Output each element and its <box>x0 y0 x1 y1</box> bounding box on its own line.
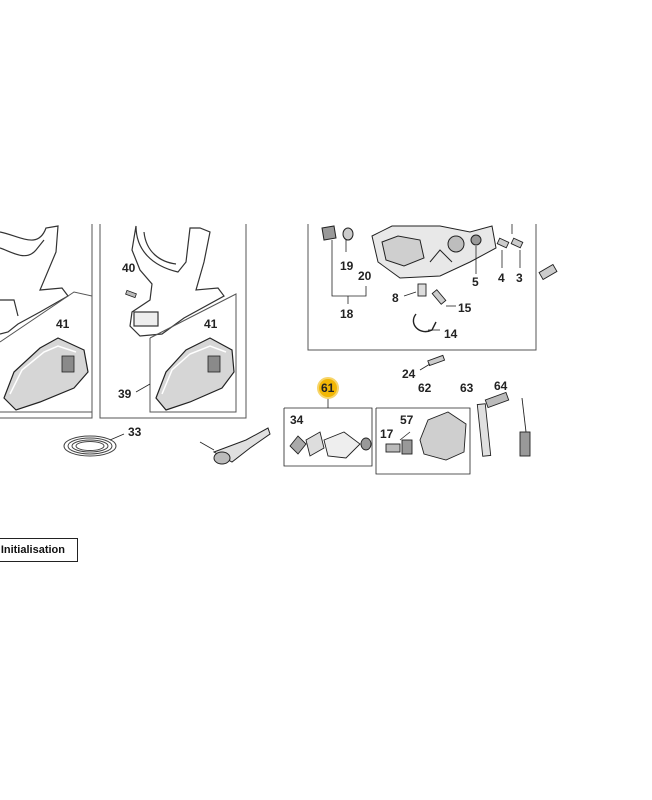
middle-frame-panel <box>99 224 247 419</box>
part-number-14[interactable]: 14 <box>444 327 458 341</box>
part-number-62[interactable]: 62 <box>418 381 432 395</box>
part-number-4[interactable]: 4 <box>498 271 505 285</box>
part-number-41[interactable]: 41 <box>204 317 218 331</box>
part-number-24[interactable]: 24 <box>402 367 416 381</box>
part-number-33[interactable]: 33 <box>128 425 142 439</box>
part-number-5[interactable]: 5 <box>472 275 479 289</box>
small-parts-illustration <box>412 237 558 333</box>
left-frame-panel <box>0 224 93 419</box>
part-number-8[interactable]: 8 <box>392 291 399 305</box>
part-number-41[interactable]: 41 <box>56 317 70 331</box>
part-number-18[interactable]: 18 <box>340 307 354 321</box>
part-number-34[interactable]: 34 <box>290 413 304 427</box>
part-number-61[interactable]: 61 <box>321 381 335 395</box>
hose-illustration <box>199 427 271 465</box>
part-number-15[interactable]: 15 <box>458 301 472 315</box>
left-housing-illustration <box>0 225 69 335</box>
part-number-20[interactable]: 20 <box>358 269 372 283</box>
screwdriver-64-illustration <box>519 397 531 457</box>
tool-63-illustration <box>476 391 510 457</box>
part-number-19[interactable]: 19 <box>340 259 354 273</box>
crankcase-frame-panel <box>307 224 537 351</box>
part-number-17[interactable]: 17 <box>380 427 394 441</box>
part-number-64[interactable]: 64 <box>494 379 508 393</box>
reset-button[interactable]: Initialisation <box>0 538 78 562</box>
left-cover-box <box>0 291 93 413</box>
middle-cover-box <box>135 293 237 413</box>
part-number-3[interactable]: 3 <box>516 271 523 285</box>
part-number-40[interactable]: 40 <box>122 261 136 275</box>
selected-part-marker[interactable] <box>317 377 339 399</box>
pin-40-illustration <box>125 289 137 299</box>
stud-24-illustration <box>419 354 446 371</box>
gasket-33-illustration <box>63 433 125 457</box>
kit-34-illustration <box>289 431 372 459</box>
part-number-39[interactable]: 39 <box>118 387 132 401</box>
crankcase-illustration <box>321 225 497 279</box>
kit-61-bracket <box>283 398 471 475</box>
part-number-labels: 40 41 41 39 33 19 20 18 8 15 14 5 4 3 24… <box>56 259 523 441</box>
middle-housing-illustration <box>129 225 225 337</box>
kit-57-illustration <box>385 411 467 461</box>
part-number-57[interactable]: 57 <box>400 413 414 427</box>
part-number-63[interactable]: 63 <box>460 381 474 395</box>
crankcase-leader-lines <box>331 224 521 331</box>
